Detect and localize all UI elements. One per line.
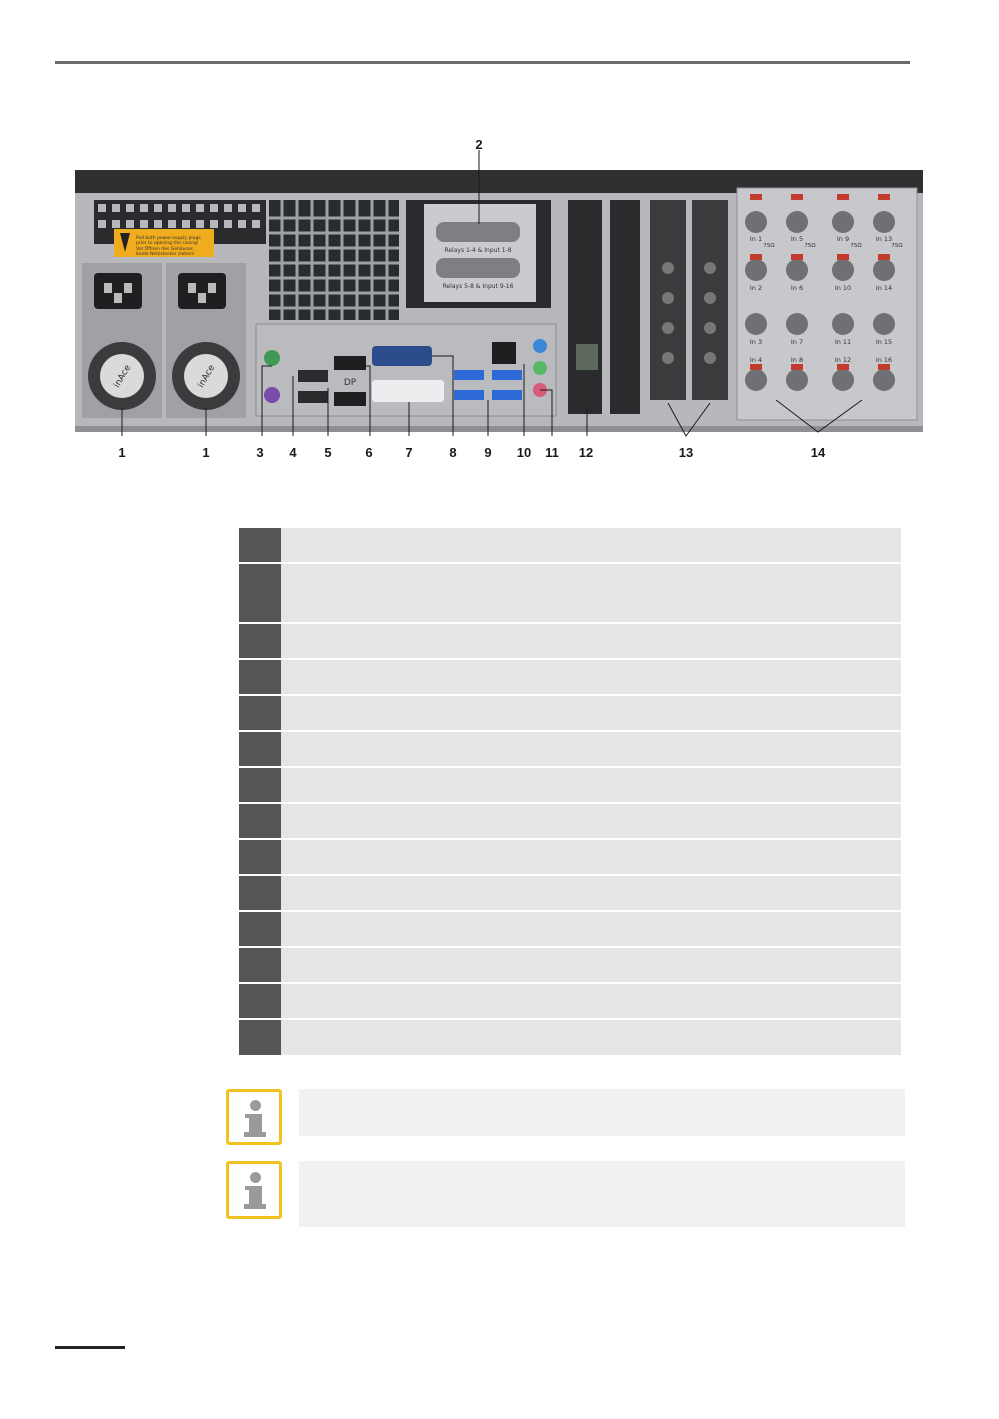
impedance-label: 75Ω <box>804 243 815 249</box>
row-description-cell <box>281 694 901 731</box>
row-description-cell <box>281 766 901 803</box>
row-description-cell <box>281 562 901 623</box>
callout-13: 13 <box>679 445 693 460</box>
row-number-cell <box>239 802 281 839</box>
bnc-label: In 10 <box>835 284 851 292</box>
info-icon <box>226 1161 282 1219</box>
callout-14: 14 <box>811 445 826 460</box>
bnc-label: In 7 <box>791 338 803 346</box>
callout-7: 7 <box>405 445 412 460</box>
row-number-cell <box>239 766 281 803</box>
callout-4: 4 <box>289 445 297 460</box>
row-description-cell <box>281 528 901 563</box>
table-row <box>239 622 901 659</box>
bnc-label: In 14 <box>876 284 892 292</box>
row-description-cell <box>281 1018 901 1055</box>
callout-5: 5 <box>324 445 331 460</box>
callout-2: 2 <box>475 138 482 152</box>
rear-panel-photo: Relays 1-4 & Input 1-8 Relays 5-8 & Inpu… <box>72 138 932 468</box>
bnc-label: In 4 <box>750 356 762 364</box>
callout-8: 8 <box>449 445 456 460</box>
table-row <box>239 838 901 875</box>
info-icon <box>226 1089 282 1145</box>
table-row <box>239 910 901 947</box>
table-row <box>239 766 901 803</box>
bnc-label: In 9 <box>837 235 849 243</box>
svg-text:Relays 1-4 & Input 1-8: Relays 1-4 & Input 1-8 <box>444 247 511 254</box>
row-number-cell <box>239 982 281 1019</box>
bnc-label: In 6 <box>791 284 803 292</box>
callout-1b: 1 <box>202 445 209 460</box>
table-row <box>239 802 901 839</box>
table-row <box>239 694 901 731</box>
info-note <box>226 1161 906 1227</box>
impedance-label: 75Ω <box>850 243 861 249</box>
table-row <box>239 982 901 1019</box>
impedance-label: 75Ω <box>891 243 902 249</box>
row-number-cell <box>239 946 281 983</box>
table-row <box>239 946 901 983</box>
row-description-cell <box>281 946 901 983</box>
table-row <box>239 562 901 623</box>
row-description-cell <box>281 838 901 875</box>
bottom-rule <box>55 1346 125 1349</box>
bnc-label: In 16 <box>876 356 892 364</box>
row-description-cell <box>281 982 901 1019</box>
table-row <box>239 730 901 767</box>
svg-text:Pull both power-supply plugs: Pull both power-supply plugs <box>136 235 201 241</box>
bnc-label: In 3 <box>750 338 762 346</box>
callout-1a: 1 <box>118 445 125 460</box>
callout-12: 12 <box>579 445 593 460</box>
table-row <box>239 874 901 911</box>
callout-6: 6 <box>365 445 372 460</box>
table-row <box>239 1018 901 1055</box>
row-number-cell <box>239 1018 281 1055</box>
note-text-box <box>299 1089 905 1136</box>
row-number-cell <box>239 528 281 563</box>
top-rule <box>55 61 910 64</box>
bnc-label: In 13 <box>876 235 892 243</box>
row-number-cell <box>239 838 281 875</box>
callout-9: 9 <box>484 445 491 460</box>
row-number-cell <box>239 694 281 731</box>
svg-text:Vor Öffnen des Gehäuses: Vor Öffnen des Gehäuses <box>136 245 194 252</box>
bnc-label: In 8 <box>791 356 803 364</box>
row-description-cell <box>281 730 901 767</box>
svg-text:prior to opening the casing!: prior to opening the casing! <box>136 240 199 246</box>
bnc-label: In 2 <box>750 284 762 292</box>
row-description-cell <box>281 910 901 947</box>
callout-labels: 2 1 1 3 4 5 6 7 8 9 10 11 12 13 14 <box>118 138 826 460</box>
row-number-cell <box>239 874 281 911</box>
info-note <box>226 1089 906 1147</box>
row-number-cell <box>239 730 281 767</box>
bnc-label: In 12 <box>835 356 851 364</box>
impedance-label: 75Ω <box>763 243 774 249</box>
callout-10: 10 <box>517 445 531 460</box>
note-text-box <box>299 1161 905 1227</box>
row-number-cell <box>239 910 281 947</box>
table-row <box>239 658 901 695</box>
row-description-cell <box>281 802 901 839</box>
svg-text:Relays 5-8 & Input 9-16: Relays 5-8 & Input 9-16 <box>443 283 514 290</box>
bnc-label: In 5 <box>791 235 803 243</box>
svg-text:beide Netzstecker ziehen!: beide Netzstecker ziehen! <box>136 251 195 257</box>
callout-3: 3 <box>256 445 263 460</box>
bnc-label: In 1 <box>750 235 762 243</box>
legend-table <box>239 528 901 1055</box>
bnc-label: In 11 <box>835 338 851 346</box>
bnc-label: In 15 <box>876 338 892 346</box>
row-number-cell <box>239 622 281 659</box>
row-number-cell <box>239 562 281 623</box>
callout-11: 11 <box>545 445 559 460</box>
row-description-cell <box>281 622 901 659</box>
table-row <box>239 528 901 563</box>
row-description-cell <box>281 658 901 695</box>
row-description-cell <box>281 874 901 911</box>
row-number-cell <box>239 658 281 695</box>
svg-text:DP: DP <box>344 378 357 388</box>
